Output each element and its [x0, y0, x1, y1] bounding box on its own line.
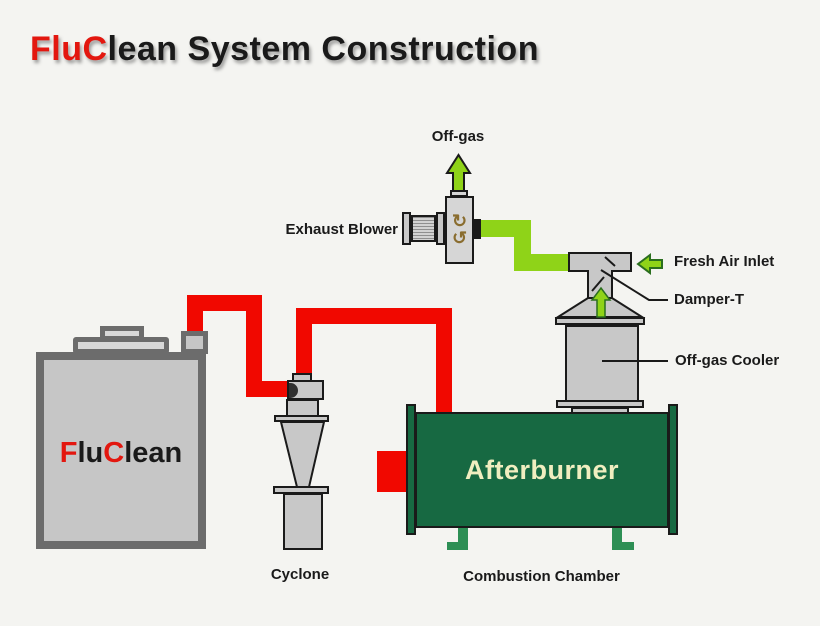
- damper-t-body: [568, 252, 632, 299]
- off-gas-up-arrow-icon: [445, 153, 472, 192]
- title-black-part: lean System Construction: [107, 30, 539, 68]
- tank-label-lu: lu: [77, 437, 104, 469]
- exhaust-blower-label: Exhaust Blower: [285, 221, 398, 238]
- burner-block: [377, 451, 407, 492]
- afterburner-right-flange: [668, 404, 678, 535]
- green-pipe-to-damper: [514, 254, 570, 271]
- cyclone-label: Cyclone: [270, 566, 330, 583]
- afterburner-right-foot: [612, 542, 634, 550]
- title-red-part: FluC: [30, 30, 108, 68]
- afterburner-left-foot: [447, 542, 468, 550]
- tank-label-f: F: [59, 437, 78, 469]
- red-pipe-tank-top-run: [187, 295, 262, 311]
- damper-vane-top: [604, 256, 616, 267]
- red-pipe-cyclone-riser: [296, 308, 312, 378]
- red-pipe-afterburner-drop: [436, 308, 452, 414]
- rotation-cw-icon: ↻: [451, 211, 468, 231]
- motor-ribbed-housing: [411, 215, 436, 242]
- rotation-ccw-icon: ↺: [451, 228, 468, 248]
- fresh-air-inlet-label: Fresh Air Inlet: [674, 253, 775, 270]
- cyclone-cone: [279, 421, 326, 488]
- blower-outlet-connector: [474, 219, 481, 239]
- cooler-top-flange: [555, 317, 645, 325]
- off-gas-cooler-label: Off-gas Cooler: [675, 352, 780, 369]
- damper-t-label: Damper-T: [674, 291, 745, 308]
- damper-up-arrow-icon: [590, 286, 612, 318]
- damper-vane-stem: [591, 276, 605, 292]
- afterburner-body: Afterburner: [415, 412, 669, 528]
- cyclone-inlet-port: [289, 383, 298, 398]
- tank-label: FluClean: [36, 437, 206, 470]
- damper-callout-line: [600, 269, 668, 301]
- motor-end-cap-left: [402, 212, 411, 245]
- blower-housing: ↻ ↺: [445, 196, 474, 264]
- tank-label-lean: lean: [124, 437, 183, 469]
- cooler-funnel: [554, 297, 646, 318]
- afterburner-right-leg: [612, 528, 622, 544]
- tank-cap: [100, 326, 144, 341]
- tank-outlet-nozzle: [181, 331, 208, 354]
- cyclone-upper-flange: [274, 415, 329, 422]
- off-gas-label: Off-gas: [431, 128, 485, 145]
- fresh-air-left-arrow-icon: [636, 253, 663, 275]
- cyclone-collection-bin: [283, 493, 323, 550]
- tank-label-c: C: [103, 437, 125, 469]
- afterburner-left-leg: [458, 528, 468, 544]
- afterburner-label: Afterburner: [464, 454, 619, 485]
- fluclean-tank: [36, 352, 206, 549]
- combustion-chamber-label: Combustion Chamber: [463, 568, 620, 585]
- page-title: FluClean System Construction: [30, 30, 539, 69]
- red-pipe-afterburner-top-run: [296, 308, 452, 324]
- motor-end-cap-right: [436, 212, 445, 245]
- red-pipe-tank-downcomer: [246, 295, 262, 397]
- cooler-vessel: [565, 325, 639, 402]
